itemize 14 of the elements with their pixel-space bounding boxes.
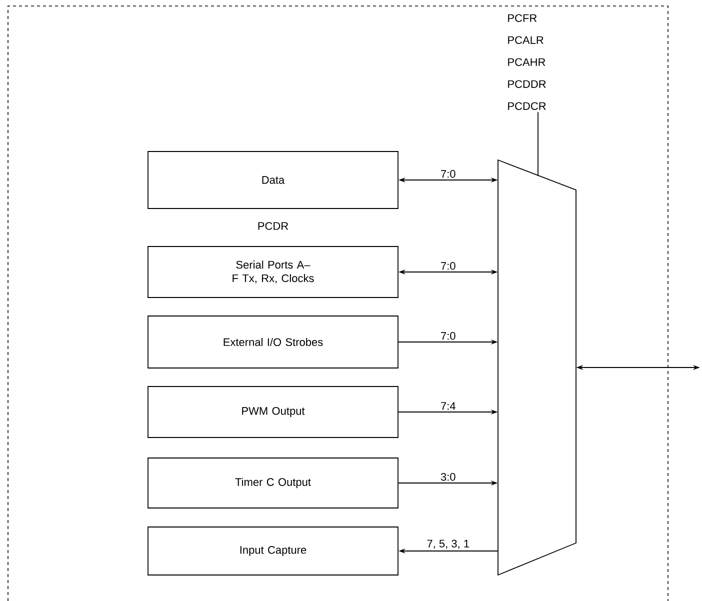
edge-label: 7:0 [441, 332, 456, 340]
function-box: Data [148, 151, 398, 209]
function-box: Serial Ports A–F Tx, Rx, Clocks [148, 246, 398, 298]
function-box: Timer C Output [148, 458, 398, 508]
edge-label: 7:4 [441, 402, 456, 410]
function-box: PWM Output [148, 386, 398, 438]
register-label: PCDR [258, 222, 288, 230]
edge-label: 7, 5, 3, 1 [427, 540, 469, 549]
register-list: PCFR PCALR PCAHR PCDDR PCDCR [508, 14, 546, 110]
edge-label: 7:0 [441, 262, 456, 270]
function-box: External I/O Strobes [148, 316, 398, 368]
edge-label: 7:0 [441, 170, 456, 178]
edge-label: 3:0 [440, 473, 456, 481]
function-box: Input Capture [148, 526, 398, 576]
